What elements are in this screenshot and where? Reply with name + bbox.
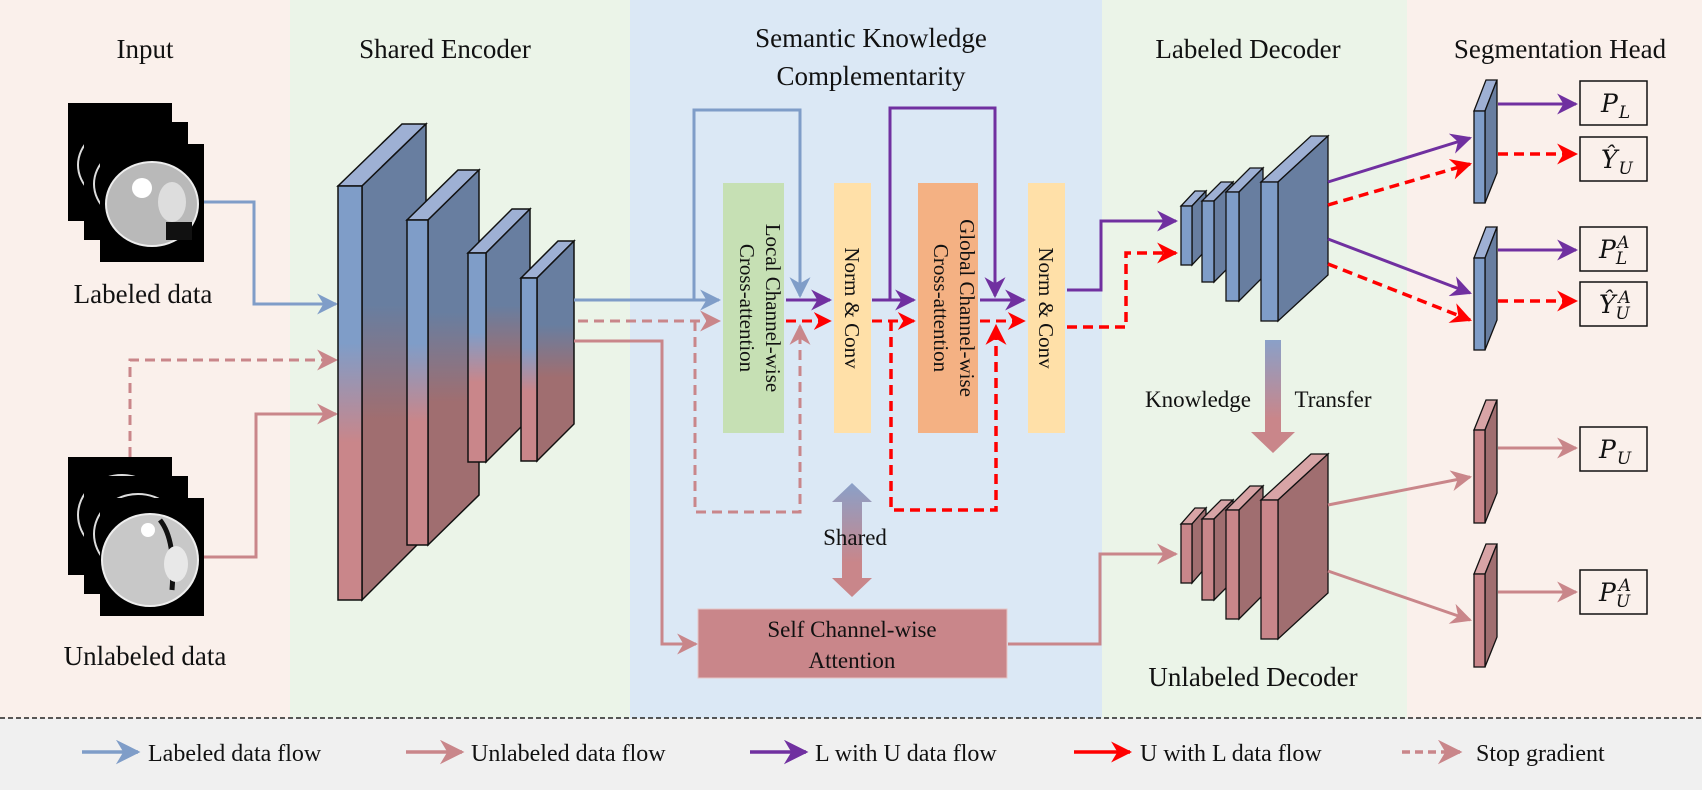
section-title-input: Input <box>117 34 174 64</box>
section-title-skc-line1: Semantic Knowledge <box>755 23 987 53</box>
labeled-skip-over-local <box>692 108 811 300</box>
local-box-label-1: Local Channel-wise <box>761 224 785 393</box>
labeled-input-arrow <box>204 200 339 315</box>
labeled-data-label: Labeled data <box>74 279 213 309</box>
section-bg-head <box>1407 0 1702 718</box>
legend-label: L with U data flow <box>815 741 997 767</box>
labeled-decoder-blocks <box>1179 134 1330 323</box>
purple-skip-over-global <box>888 106 1006 300</box>
pink-to-head-3 <box>1327 470 1473 507</box>
svg-text:ŶUA: ŶUA <box>1599 288 1631 324</box>
legend-item-stop-gradient: Stop gradient <box>1402 739 1605 767</box>
shared-label: Shared <box>823 525 887 550</box>
unlabeled-decoder-label: Unlabeled Decoder <box>1148 662 1357 692</box>
shared-double-arrow <box>832 483 872 597</box>
encoder-block-4 <box>519 239 576 463</box>
global-box-label-1: Global Channel-wise <box>955 219 979 397</box>
legend-item-l-with-u-flow: L with U data flow <box>750 739 997 767</box>
local-channel-cross-attention-box <box>723 183 784 433</box>
unlabeled-flow-to-self-attention <box>574 339 699 655</box>
unlabeled-data-label: Unlabeled data <box>64 641 227 671</box>
self-channel-attention-box <box>697 608 1008 679</box>
output-p-u: PU <box>1579 426 1648 472</box>
purple-to-head-1 <box>1327 133 1473 184</box>
legend-label: Stop gradient <box>1476 741 1605 767</box>
knowledge-transfer-arrow <box>1251 340 1295 453</box>
pink-to-head-4 <box>1327 569 1472 624</box>
red-to-head-2 <box>1327 262 1472 323</box>
global-channel-cross-attention-box <box>918 183 978 433</box>
global-box-label-2: Cross-attention <box>929 244 953 373</box>
local-box-label-2: Cross-attention <box>735 244 759 373</box>
svg-text:PUA: PUA <box>1598 576 1631 612</box>
encoder-block-2 <box>405 168 481 547</box>
legend: Labeled data flow Unlabeled data flow L … <box>82 739 1605 767</box>
legend-label: U with L data flow <box>1140 741 1322 767</box>
stop-gradient-loop <box>693 321 811 514</box>
unlabeled-decoder-blocks <box>1179 452 1330 641</box>
legend-label: Unlabeled data flow <box>471 741 666 767</box>
svg-text:PLA: PLA <box>1598 233 1629 269</box>
svg-text:PL: PL <box>1600 89 1630 123</box>
svg-text:ŶU: ŶU <box>1601 145 1634 179</box>
purple-to-head-2 <box>1327 237 1472 297</box>
section-title-skc-line2: Complementarity <box>777 61 966 91</box>
red-flow-to-labeled-decoder <box>1067 242 1179 329</box>
output-p-l-a: PLA <box>1579 226 1648 272</box>
norm-conv-box-2 <box>1028 183 1065 433</box>
norm-conv-label-1: Norm & Conv <box>840 247 864 369</box>
output-p-l: PL <box>1579 80 1648 126</box>
self-attention-label-2: Attention <box>809 648 896 673</box>
output-y-hat-u-a: ŶUA <box>1579 281 1648 327</box>
shared-encoder-blocks <box>336 122 576 602</box>
legend-item-u-with-l-flow: U with L data flow <box>1074 741 1322 767</box>
output-p-u-a: PUA <box>1579 569 1648 615</box>
legend-item-labeled-flow: Labeled data flow <box>82 739 322 767</box>
segmentation-head-1 <box>1473 79 1498 204</box>
section-title-shared-encoder: Shared Encoder <box>359 34 531 64</box>
svg-text:PU: PU <box>1598 435 1632 469</box>
norm-conv-label-2: Norm & Conv <box>1034 247 1058 369</box>
labeled-ct-image-stack <box>68 103 204 262</box>
legend-item-unlabeled-flow: Unlabeled data flow <box>406 739 666 767</box>
section-title-segmentation-head: Segmentation Head <box>1454 34 1667 64</box>
output-y-hat-u: ŶU <box>1579 136 1648 182</box>
red-skip-loop-global <box>889 321 1007 512</box>
unlabeled-input-arrow <box>204 403 339 559</box>
section-bg-decoder <box>1102 0 1407 718</box>
legend-label: Labeled data flow <box>148 741 322 767</box>
section-title-labeled-decoder: Labeled Decoder <box>1155 34 1340 64</box>
self-attention-label-1: Self Channel-wise <box>767 617 936 642</box>
segmentation-head-3 <box>1473 399 1498 524</box>
knowledge-label: Knowledge <box>1145 387 1251 412</box>
red-to-head-1 <box>1327 159 1473 207</box>
segmentation-head-2 <box>1473 226 1498 351</box>
unlabeled-ct-image-stack <box>68 457 204 616</box>
encoder-block-3 <box>466 207 532 464</box>
segmentation-head-4 <box>1473 543 1498 668</box>
purple-flow-to-labeled-decoder <box>1067 210 1179 292</box>
unlabeled-stop-gradient-arrow <box>128 349 339 457</box>
transfer-label: Transfer <box>1294 387 1371 412</box>
unlabeled-flow-to-unlabeled-decoder <box>1008 543 1179 646</box>
norm-conv-box-1 <box>834 183 871 433</box>
